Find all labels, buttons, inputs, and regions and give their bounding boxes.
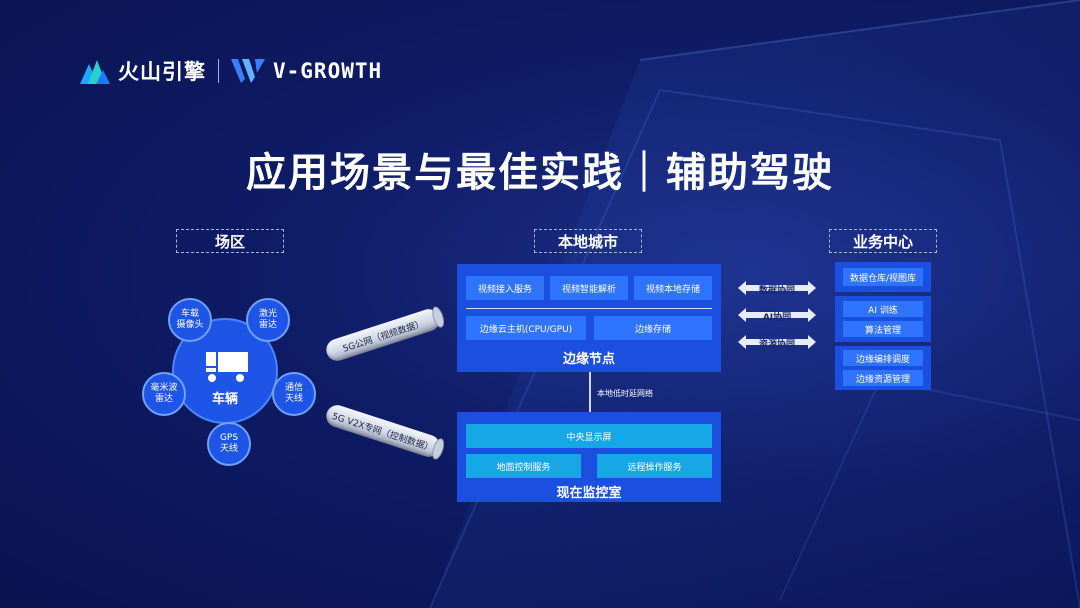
logo-divider (218, 59, 219, 83)
business-group-data: 数据仓库/视图库 (835, 262, 931, 292)
vehicle-label: 车辆 (211, 392, 238, 407)
algorithm-management: 算法管理 (843, 321, 923, 337)
sensor-mmwave-radar: 毫米波 雷达 (142, 372, 186, 416)
sensor-camera-label: 车载 摄像头 (176, 309, 204, 330)
edge-orchestration: 边缘编排调度 (843, 350, 923, 366)
v-growth-logo-icon (231, 59, 265, 83)
sensor-mmwave-label: 毫米波 雷达 (150, 383, 178, 404)
ground-control-service: 地面控制服务 (466, 454, 581, 478)
edge-node-title: 边缘节点 (562, 352, 615, 367)
sync-label-data: 数据协同 (758, 286, 795, 296)
business-group-ai: AI 训练 算法管理 (835, 296, 931, 342)
truck-icon (206, 352, 248, 384)
brand-name-en: V-GROWTH (273, 59, 383, 83)
business-group-edge: 边缘编排调度 边缘资源管理 (835, 346, 931, 390)
section-label-city: 本地城市 (534, 229, 642, 253)
volcano-logo-icon (80, 60, 110, 84)
sync-label-ai: AI协同 (762, 313, 792, 323)
sync-label-resource: 资源协同 (758, 340, 795, 350)
central-display: 中央显示屏 (466, 424, 712, 448)
service-video-analysis: 视频智能解析 (550, 276, 628, 300)
local-network-line (589, 372, 591, 412)
sensor-camera: 车载 摄像头 (168, 298, 212, 342)
sensor-gps-antenna: GPS 天线 (207, 422, 251, 466)
ai-training: AI 训练 (843, 301, 923, 317)
sync-arrow-data (738, 281, 816, 295)
control-room-title: 现在监控室 (556, 486, 622, 501)
brand-logo: 火山引擎 V-GROWTH (80, 55, 382, 87)
brand-name-cn: 火山引擎 (118, 60, 206, 84)
sync-arrow-ai (738, 308, 816, 322)
section-label-business: 业务中心 (829, 229, 937, 253)
local-network-label: 本地低时延网络 (597, 389, 653, 398)
sensor-comm-label: 通信 天线 (284, 383, 303, 404)
edge-resource-management: 边缘资源管理 (843, 370, 923, 386)
sync-arrow-resource (738, 335, 816, 349)
service-video-storage: 视频本地存储 (634, 276, 712, 300)
sensor-gps-label: GPS 天线 (219, 433, 239, 454)
sensor-comm-antenna: 通信 天线 (272, 372, 316, 416)
remote-operation-service: 远程操作服务 (597, 454, 712, 478)
sensor-lidar: 激光 雷达 (246, 298, 290, 342)
edge-storage: 边缘存储 (594, 316, 712, 340)
edge-node-panel: 视频接入服务 视频智能解析 视频本地存储 边缘云主机(CPU/GPU) 边缘存储… (457, 264, 721, 372)
section-label-site: 场区 (176, 229, 284, 253)
edge-divider (466, 308, 712, 309)
page-title: 应用场景与最佳实践｜辅助驾驶 (246, 150, 834, 196)
data-warehouse: 数据仓库/视图库 (843, 268, 923, 286)
control-room-panel: 中央显示屏 地面控制服务 远程操作服务 现在监控室 (457, 412, 721, 502)
sensor-lidar-label: 激光 雷达 (258, 309, 277, 330)
edge-cloud-host: 边缘云主机(CPU/GPU) (466, 316, 586, 340)
service-video-access: 视频接入服务 (466, 276, 544, 300)
